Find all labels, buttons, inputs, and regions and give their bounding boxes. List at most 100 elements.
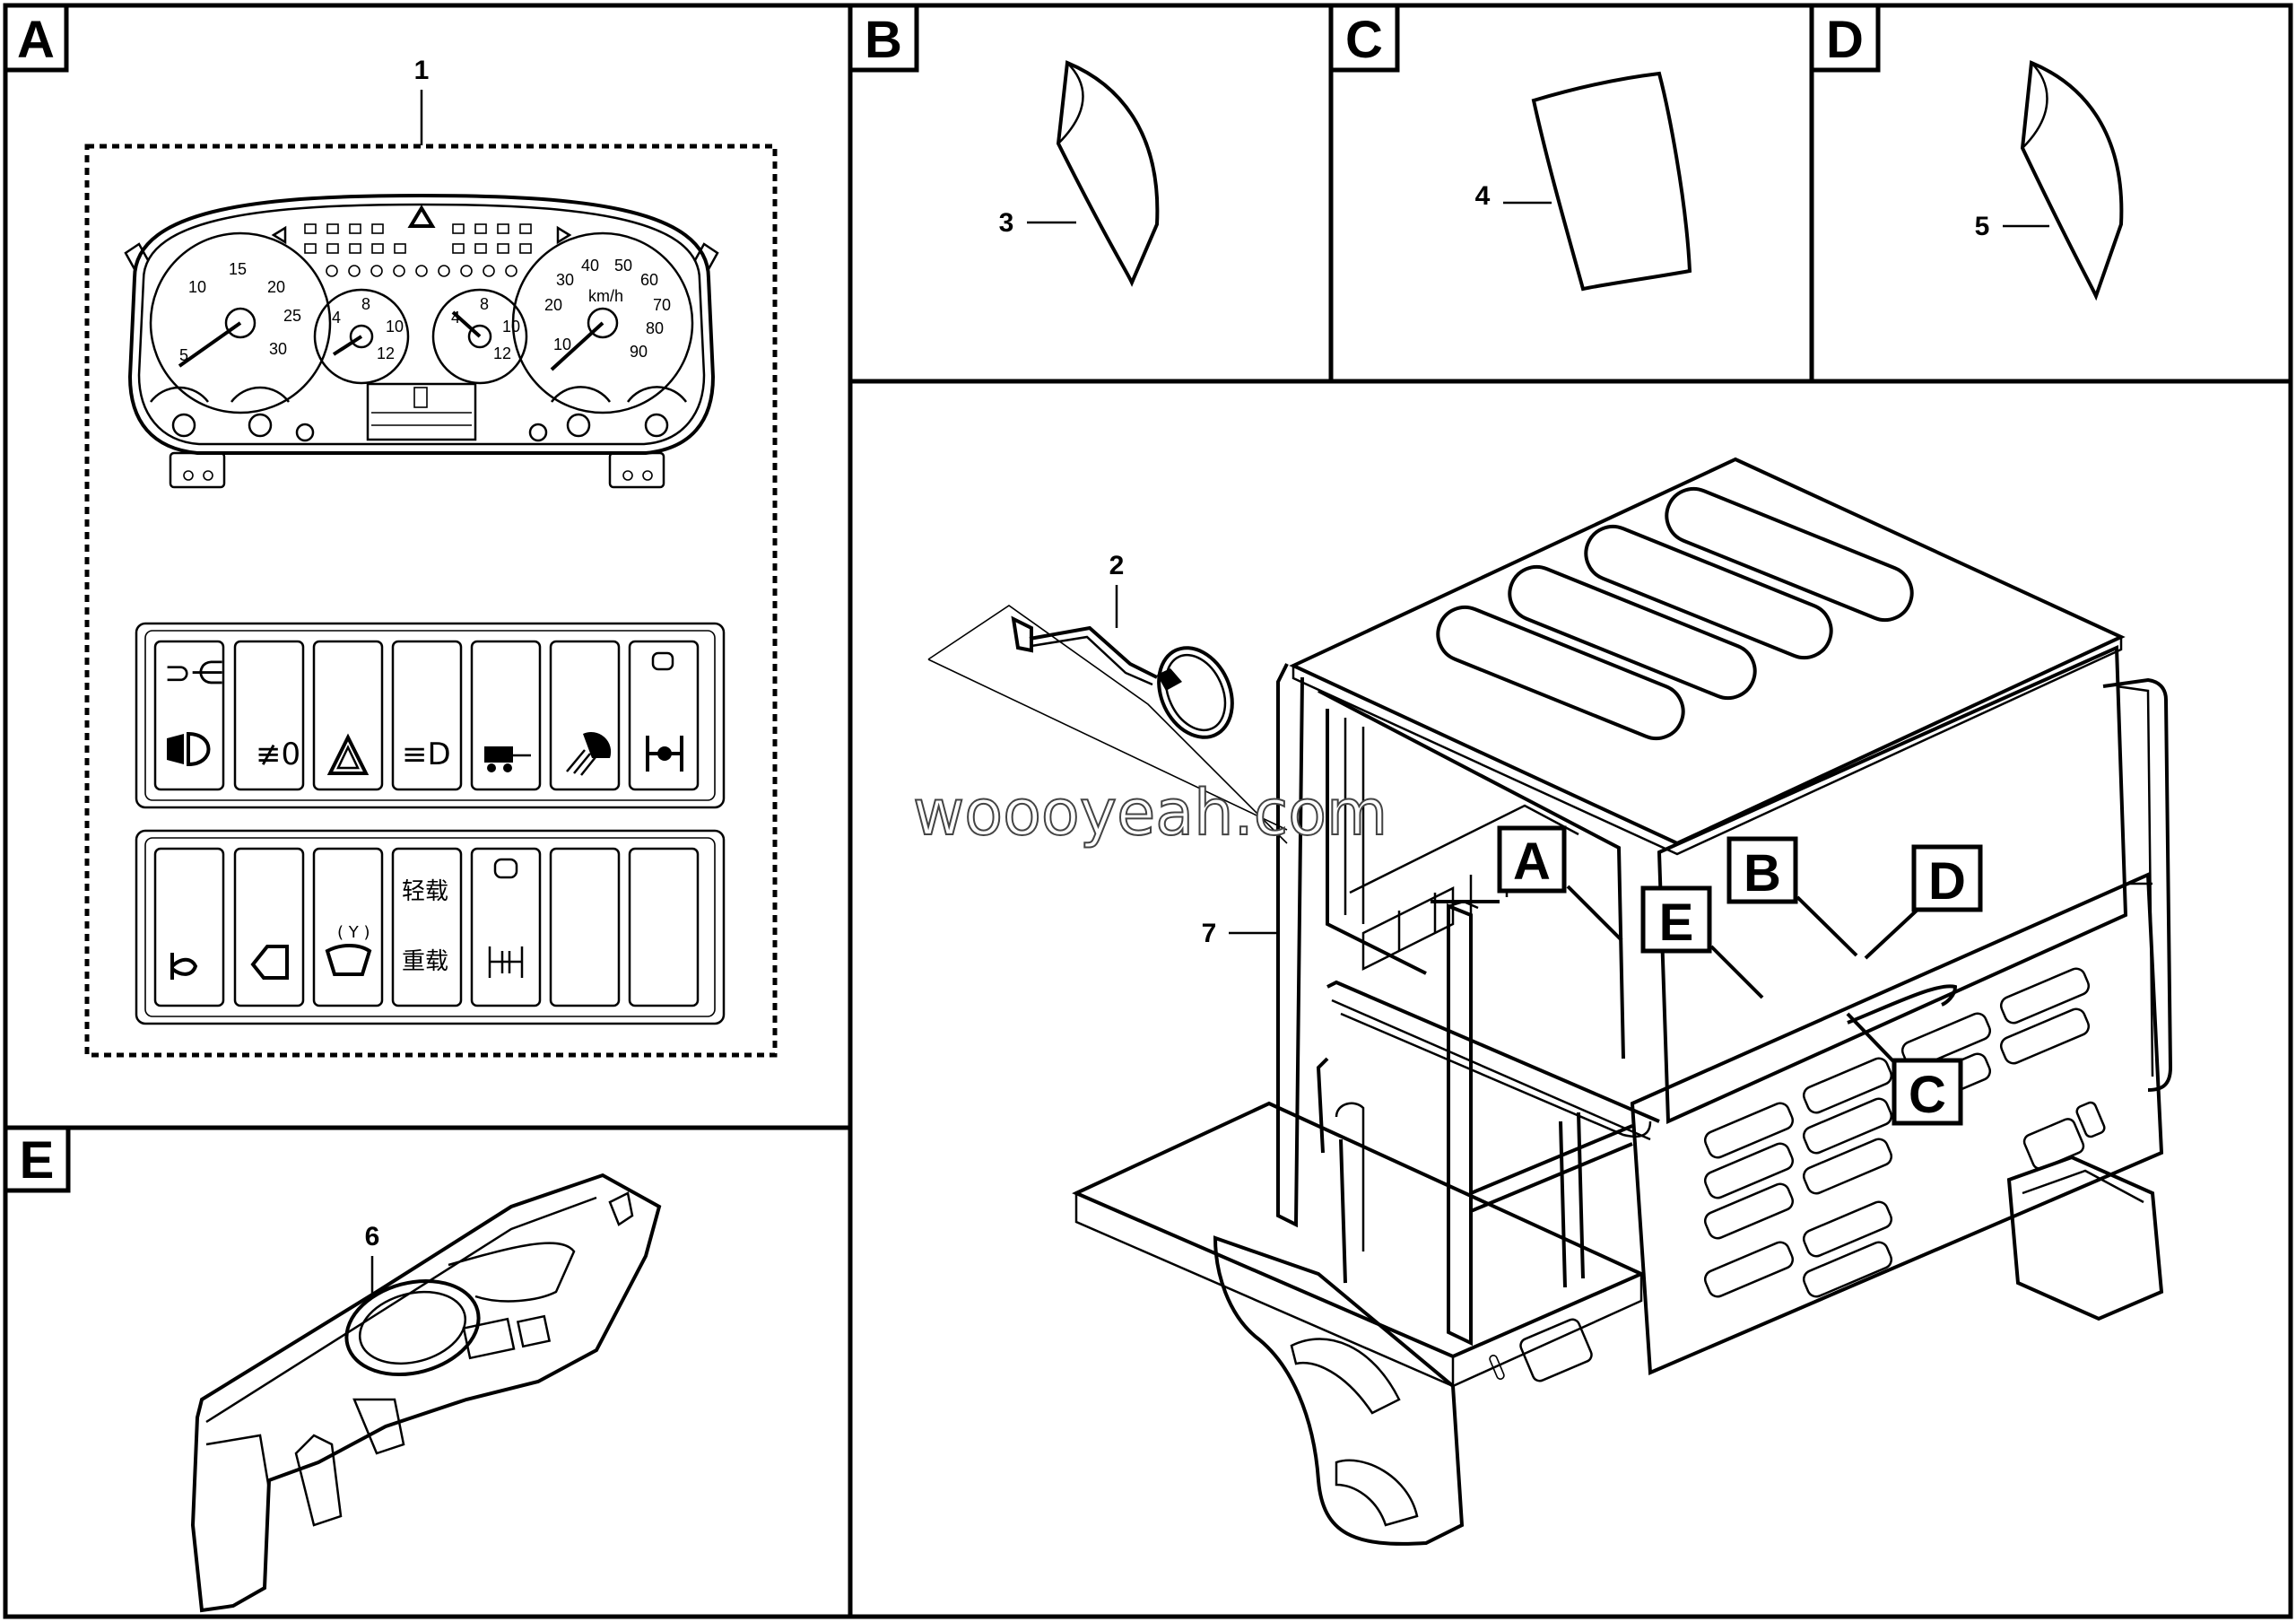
svg-text:10: 10 (386, 318, 404, 336)
power-takeoff-small-icon (651, 651, 674, 671)
panel-a-tag: A (3, 3, 69, 73)
panel-b-tag: B (848, 3, 919, 73)
svg-text:4: 4 (332, 309, 341, 327)
switch-panel-row-1: ⊃⋲ ≢0 ≡D (135, 622, 726, 809)
svg-text:D: D (1928, 852, 1966, 911)
hazard-triangle-icon (407, 205, 436, 228)
cab-front-frame (1276, 663, 1625, 1347)
cab-side-rail (2102, 677, 2173, 1092)
location-tag-c: C (1846, 1012, 1963, 1126)
dashboard-assembly: 6 (190, 1173, 662, 1613)
panel-e-frame (3, 1125, 853, 1619)
decal-c: 4 (1475, 71, 1692, 292)
panel-d-tag: D (1809, 3, 1881, 73)
svg-text:E: E (1659, 894, 1694, 952)
heavy-load-label: 重载 (402, 948, 448, 975)
panel-b-frame (848, 3, 1334, 384)
svg-text:8: 8 (361, 295, 370, 313)
panel-d-frame (1809, 3, 2293, 384)
cab-rear-box (2006, 1101, 2164, 1321)
cab-rear-wall (1630, 644, 2164, 1375)
cab-roof (1289, 457, 2126, 856)
cab-rail-frame (1316, 980, 1660, 1288)
low-beam-icon: ≡D (402, 737, 451, 772)
switch-panel-row-2: ( Y ) 轻载 重载 (135, 829, 726, 1025)
watermark-text: woooyeah.com (913, 776, 1387, 850)
svg-text:90: 90 (630, 343, 648, 361)
hazard-warning-icon (326, 733, 370, 775)
callout-1: 1 (414, 56, 430, 85)
tipper-truck-icon (484, 746, 531, 772)
gauge-cluster: 5 10 15 20 25 30 10 20 30 40 50 60 70 80 (124, 193, 719, 489)
svg-text:≢0: ≢0 (256, 737, 300, 772)
cab-side-panel (1213, 1235, 1465, 1546)
center-right-gauge: 4 8 10 12 (431, 288, 528, 385)
svg-text:50: 50 (614, 257, 632, 275)
switch-slot (153, 847, 700, 1007)
svg-text:25: 25 (283, 307, 301, 325)
decal-b: 3 (999, 60, 1160, 287)
svg-text:10: 10 (502, 318, 520, 336)
svg-text:B: B (1744, 844, 1781, 903)
location-tag-b: B (1726, 836, 1858, 957)
svg-text:4: 4 (451, 309, 460, 327)
svg-text:B: B (865, 11, 902, 69)
svg-text:A: A (1513, 833, 1551, 891)
svg-text:5: 5 (179, 346, 188, 364)
speedometer: 10 20 30 40 50 60 70 80 90 km/h (511, 231, 694, 414)
center-left-gauge: 4 8 10 12 (313, 288, 410, 385)
turn-right-arrow-icon (556, 225, 572, 245)
differential-lock-icon (646, 736, 683, 772)
svg-text:15: 15 (229, 260, 247, 278)
panel-c-tag: C (1328, 3, 1400, 73)
lcd-display (366, 382, 477, 441)
svg-text:20: 20 (267, 278, 285, 296)
light-load-label: 轻载 (402, 878, 448, 905)
work-light-icon (566, 732, 612, 776)
svg-text:20: 20 (544, 296, 562, 314)
svg-text:40: 40 (581, 257, 599, 275)
svg-text:E: E (20, 1131, 55, 1190)
tachometer: 5 10 15 20 25 30 (149, 231, 332, 414)
svg-text:10: 10 (188, 278, 206, 296)
svg-text:C: C (1345, 11, 1383, 69)
main-view-frame (848, 379, 2293, 1619)
axle-lock-icon (488, 946, 524, 978)
window-icon (250, 945, 289, 980)
decal-d: 5 (1975, 60, 2124, 301)
cab-floor (1072, 1101, 1646, 1388)
svg-text:12: 12 (377, 344, 395, 362)
svg-text:80: 80 (646, 319, 664, 337)
horn-icon (170, 953, 198, 980)
turn-left-arrow-icon (271, 225, 287, 245)
svg-text:30: 30 (556, 271, 574, 289)
svg-text:D: D (1826, 11, 1864, 69)
callout-3: 3 (999, 208, 1014, 238)
cab-assembly: 2 7 A E B D C (912, 457, 2173, 1546)
callout-2: 2 (1109, 551, 1125, 580)
instrument-cluster-assembly: 1 5 10 15 20 25 30 (84, 56, 778, 1058)
svg-text:12: 12 (493, 344, 511, 362)
svg-text:70: 70 (653, 296, 671, 314)
warning-lights (271, 205, 572, 277)
pto-small-icon (493, 858, 518, 879)
svg-text:10: 10 (553, 336, 571, 353)
wiper-icon: ( Y ) (325, 923, 372, 976)
svg-text:A: A (17, 11, 55, 69)
panel-e-tag: E (3, 1125, 71, 1193)
svg-text:km/h: km/h (588, 287, 623, 305)
svg-text:C: C (1909, 1066, 1946, 1124)
location-tag-e: E (1640, 885, 1764, 999)
svg-text:60: 60 (640, 271, 658, 289)
fog-light-icon: ≢0 (256, 737, 300, 772)
callout-4: 4 (1475, 181, 1491, 211)
assembly-dashed-boundary (84, 144, 778, 1058)
svg-text:30: 30 (269, 340, 287, 358)
svg-text:8: 8 (480, 295, 489, 313)
high-beam-icon: ⊃⋲ (164, 655, 223, 692)
callout-7: 7 (1202, 919, 1217, 948)
headlight-icon (167, 731, 211, 767)
svg-text:≡D: ≡D (402, 737, 451, 772)
indicator-icons (304, 223, 532, 277)
